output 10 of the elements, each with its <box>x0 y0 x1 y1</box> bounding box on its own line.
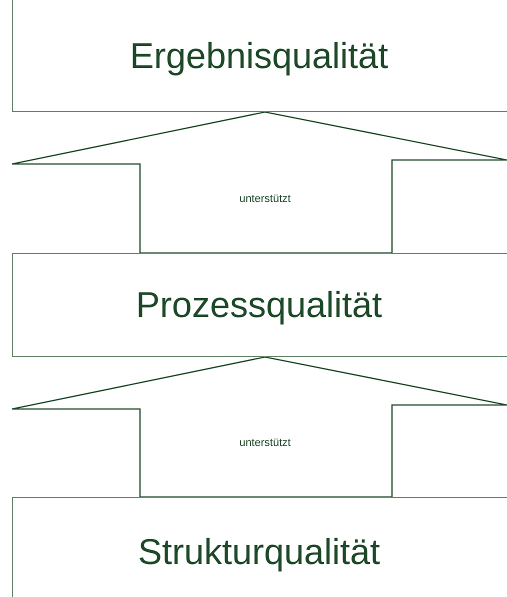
quality-box <box>12 0 507 112</box>
block-arrow <box>11 356 507 498</box>
edge-label: unterstützt <box>239 437 291 449</box>
quality-box <box>12 497 507 597</box>
box-title: Ergebnisqualität <box>130 34 388 76</box>
box-title: Prozessqualität <box>136 284 382 326</box>
box-title: Strukturqualität <box>138 531 380 573</box>
edge-label: unterstützt <box>239 192 291 204</box>
quality-box <box>12 253 507 357</box>
block-arrow <box>11 111 507 254</box>
